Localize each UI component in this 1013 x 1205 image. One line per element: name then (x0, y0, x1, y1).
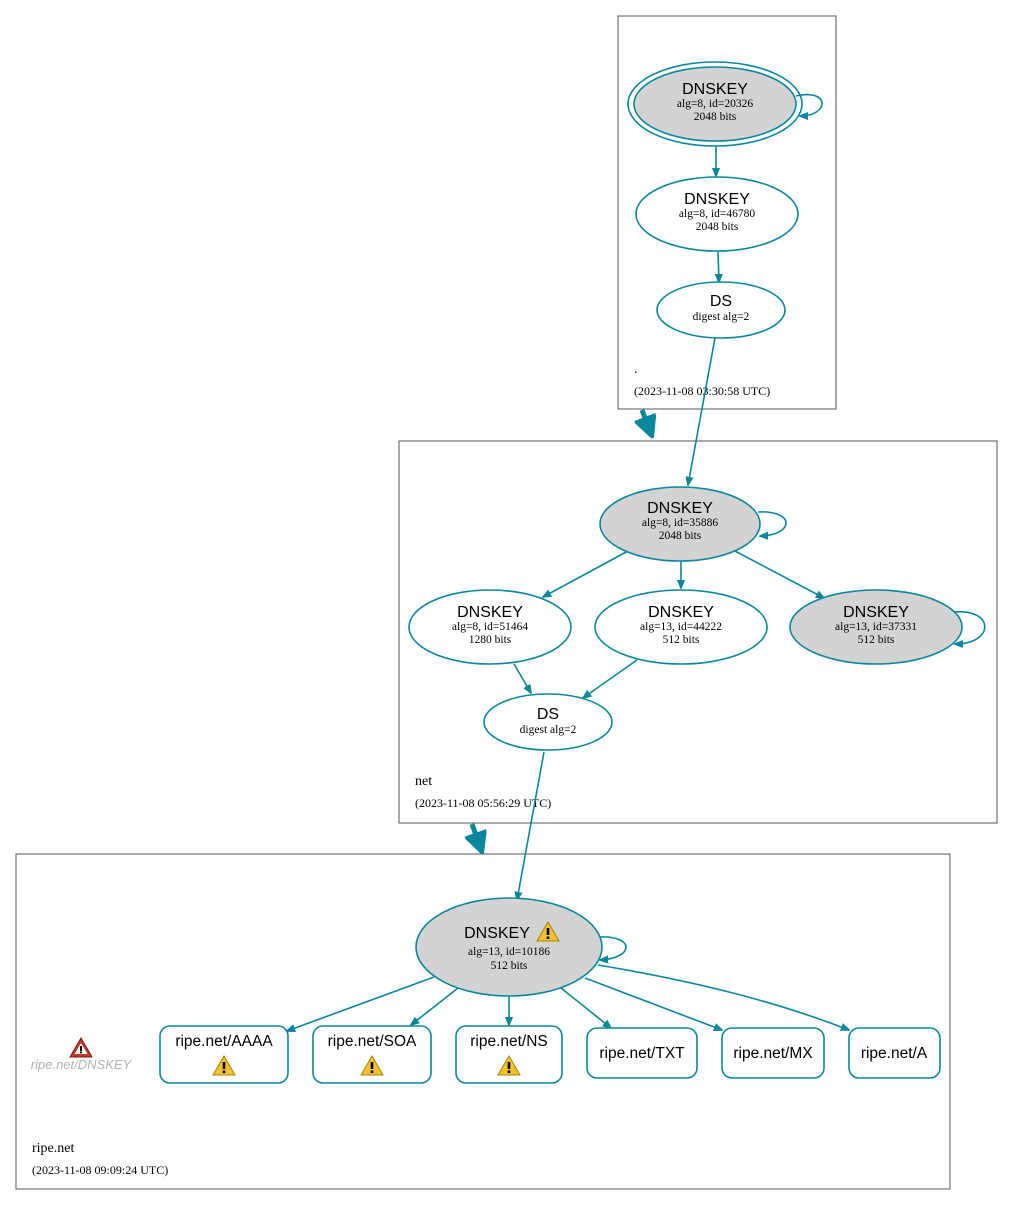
error-record-label: ripe.net/DNSKEY (31, 1057, 133, 1072)
edge-net-k37331-self (952, 611, 986, 644)
record-label: ripe.net/MX (733, 1045, 813, 1062)
node-root-zsk[interactable]: DNSKEY alg=8, id=46780 2048 bits (635, 176, 799, 252)
record-label: ripe.net/AAAA (175, 1033, 273, 1050)
node-title: DNSKEY (682, 81, 748, 98)
edge-net-ksk-k51464 (543, 550, 629, 597)
node-net-ksk[interactable]: DNSKEY alg=8, id=35886 2048 bits (599, 486, 761, 562)
edge-net-ksk-self (757, 511, 787, 536)
node-detail: 2048 bits (694, 111, 737, 123)
edge-root-zsk-ds (718, 250, 719, 282)
node-detail: 2048 bits (696, 221, 739, 233)
zone-ripe-timestamp: (2023-11-08 09:09:24 UTC) (32, 1163, 168, 1177)
edge-net-k51464-ds (513, 663, 531, 693)
node-detail: alg=13, id=37331 (835, 621, 917, 633)
node-detail: alg=13, id=44222 (640, 621, 722, 633)
node-net-ds[interactable]: DS digest alg=2 (483, 693, 613, 751)
node-detail: alg=8, id=20326 (677, 98, 753, 110)
node-title: DNSKEY (843, 604, 909, 621)
node-title: DS (537, 706, 559, 723)
node-net-k37331[interactable]: DNSKEY alg=13, id=37331 512 bits (789, 589, 963, 665)
node-title: DNSKEY (648, 604, 714, 621)
edge-ripe-key-aaaa (287, 976, 435, 1031)
record-label: ripe.net/SOA (328, 1033, 417, 1050)
node-title: DNSKEY (464, 925, 530, 942)
node-detail: 512 bits (491, 960, 528, 972)
node-title: DNSKEY (457, 604, 523, 621)
record-mx[interactable]: ripe.net/MX (721, 1027, 825, 1079)
node-detail: alg=8, id=35886 (642, 517, 718, 529)
node-title: DS (710, 293, 732, 310)
error-record-dnskey[interactable]: ripe.net/DNSKEY (31, 1037, 133, 1072)
edge-ripe-key-txt (560, 987, 611, 1028)
zone-root-timestamp: (2023-11-08 03:30:58 UTC) (634, 384, 770, 398)
record-label: ripe.net/A (861, 1045, 928, 1062)
edge-ripe-key-self (597, 936, 627, 960)
zone-ripe-name: ripe.net (32, 1141, 74, 1156)
edge-ripe-key-a (597, 964, 849, 1030)
node-root-ds[interactable]: DS digest alg=2 (656, 281, 786, 339)
delegation-arrow-net-ripe (472, 823, 482, 852)
node-detail: digest alg=2 (520, 724, 577, 736)
node-root-ksk[interactable]: DNSKEY alg=8, id=20326 2048 bits (627, 61, 803, 147)
node-detail: digest alg=2 (693, 311, 750, 323)
node-net-k51464[interactable]: DNSKEY alg=8, id=51464 1280 bits (408, 589, 572, 665)
record-txt[interactable]: ripe.net/TXT (586, 1027, 698, 1079)
node-detail: 1280 bits (469, 634, 512, 646)
zone-net-timestamp: (2023-11-08 05:56:29 UTC) (415, 796, 551, 810)
record-soa[interactable]: ripe.net/SOA (312, 1025, 432, 1084)
node-detail: 512 bits (663, 634, 700, 646)
node-title: DNSKEY (684, 191, 750, 208)
record-label: ripe.net/TXT (599, 1045, 685, 1062)
node-detail: alg=8, id=51464 (452, 621, 528, 633)
edge-ripe-key-soa (411, 987, 459, 1025)
record-label: ripe.net/NS (470, 1033, 548, 1050)
node-title: DNSKEY (647, 500, 713, 517)
record-ns[interactable]: ripe.net/NS (455, 1025, 563, 1084)
node-net-k44222[interactable]: DNSKEY alg=13, id=44222 512 bits (594, 589, 768, 665)
edge-root-ds-net-ksk (688, 337, 716, 485)
node-ripe-key[interactable]: DNSKEY alg=13, id=10186 512 bits (415, 897, 603, 997)
record-aaaa[interactable]: ripe.net/AAAA (159, 1025, 289, 1084)
node-detail: alg=8, id=46780 (679, 208, 755, 220)
edge-net-ds-ripe-key (517, 751, 545, 900)
node-detail: 2048 bits (659, 530, 702, 542)
record-a[interactable]: ripe.net/A (848, 1027, 941, 1079)
edge-net-ksk-k37331 (734, 550, 824, 598)
edge-ripe-key-mx (584, 977, 722, 1030)
edge-net-k44222-ds (583, 659, 638, 698)
edge-root-ksk-self (795, 93, 823, 116)
node-detail: alg=13, id=10186 (468, 946, 550, 958)
delegation-arrow-root-net (642, 409, 652, 436)
zone-net-name: net (415, 774, 432, 789)
node-detail: 512 bits (858, 634, 895, 646)
zone-root-name: . (634, 362, 638, 377)
